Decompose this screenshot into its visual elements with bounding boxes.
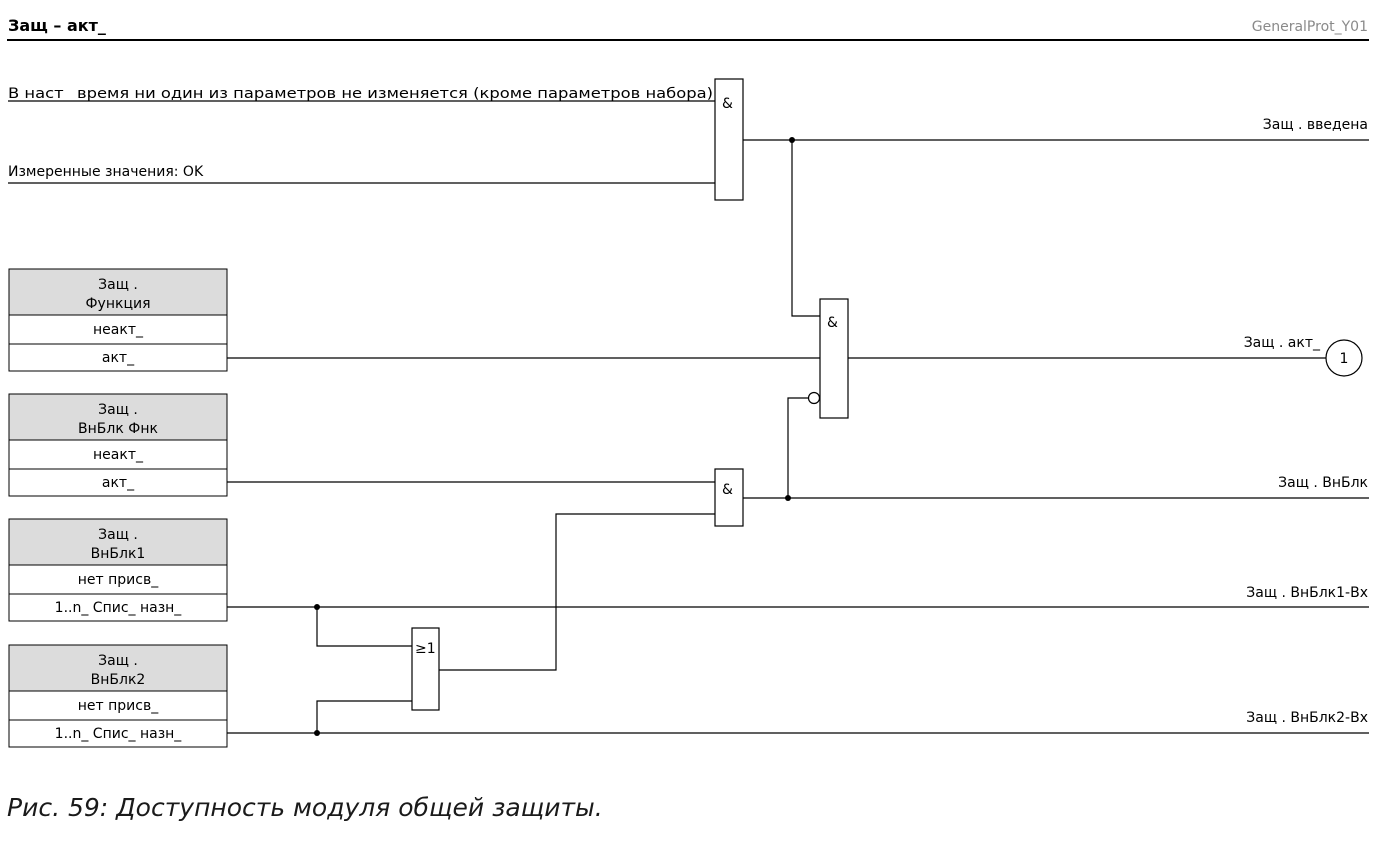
- diagram-title: Защ – акт_: [8, 16, 106, 35]
- and-gate-active: [819, 298, 849, 419]
- ext-block-2-to-or-wire: [316, 700, 412, 733]
- and-gate-block: [714, 468, 744, 527]
- setting-box-ext-block-2: Защ . ВнБлк2 нет присв_ 1..n_ Спис_ назн…: [8, 644, 228, 748]
- setting-box-ext-block-1-option-1: нет присв_: [78, 572, 159, 588]
- setting-box-ext-block-2-title-2: ВнБлк2: [91, 672, 146, 688]
- setting-box-function-title-2: Функция: [86, 296, 151, 312]
- output-active-label: Защ . акт_: [1244, 335, 1321, 351]
- output-block1-input-label: Защ . ВнБлк1-Вх: [1246, 585, 1368, 601]
- ext-block-1-to-or-wire: [316, 607, 412, 647]
- output-blocked-label: Защ . ВнБлк: [1278, 475, 1368, 491]
- setting-box-ext-block-1-title-2: ВнБлк1: [91, 546, 146, 562]
- and-gate-enable: [714, 78, 744, 201]
- setting-box-ext-block-function: Защ . ВнБлк Фнк неакт_ акт_: [8, 393, 228, 497]
- setting-box-ext-block-function-option-2: акт_: [102, 475, 135, 491]
- setting-box-ext-block-1-option-2: 1..n_ Спис_ назн_: [55, 600, 183, 616]
- connector-circle: [1325, 339, 1363, 377]
- setting-box-ext-block-2-title-1: Защ .: [98, 653, 138, 669]
- setting-box-ext-block-function-option-1: неакт_: [93, 447, 144, 463]
- input-param-change-label: В наст_ время ни один из параметров не и…: [8, 86, 713, 102]
- setting-box-function-option-2: акт_: [102, 350, 135, 366]
- blocked-to-active-wire: [787, 397, 809, 498]
- setting-box-function-title-1: Защ .: [98, 277, 138, 293]
- setting-box-function: Защ . Функция неакт_ акт_: [8, 268, 228, 372]
- output-enabled-label: Защ . введена: [1263, 117, 1368, 133]
- setting-box-ext-block-2-option-1: нет присв_: [78, 698, 159, 714]
- or-to-block-gate-wire: [439, 513, 715, 671]
- or-gate: [411, 627, 440, 711]
- output-block2-input-label: Защ . ВнБлк2-Вх: [1246, 710, 1368, 726]
- setting-box-ext-block-function-title-1: Защ .: [98, 402, 138, 418]
- input-measured-ok-label: Измеренные значения: OK: [8, 164, 204, 180]
- setting-box-ext-block-1: Защ . ВнБлк1 нет присв_ 1..n_ Спис_ назн…: [8, 518, 228, 622]
- enabled-to-active-wire: [791, 140, 820, 317]
- connector-number: 1: [1340, 351, 1349, 367]
- figure-caption: Рис. 59: Доступность модуля общей защиты…: [7, 793, 603, 822]
- and-gate-block-symbol: &: [722, 482, 733, 498]
- setting-box-ext-block-function-title-2: ВнБлк Фнк: [78, 421, 158, 437]
- diagram-reference: GeneralProt_Y01: [1252, 19, 1368, 35]
- junction-blocked: [785, 495, 791, 501]
- junction-ext-block-2: [314, 730, 320, 736]
- inverted-input-bubble: [807, 391, 821, 405]
- or-gate-symbol: ≥1: [415, 641, 436, 657]
- and-gate-enable-symbol: &: [722, 96, 733, 112]
- setting-box-function-option-1: неакт_: [93, 322, 144, 338]
- setting-box-ext-block-1-title-1: Защ .: [98, 527, 138, 543]
- and-gate-active-symbol: &: [827, 315, 838, 331]
- setting-box-ext-block-2-option-2: 1..n_ Спис_ назн_: [55, 726, 183, 742]
